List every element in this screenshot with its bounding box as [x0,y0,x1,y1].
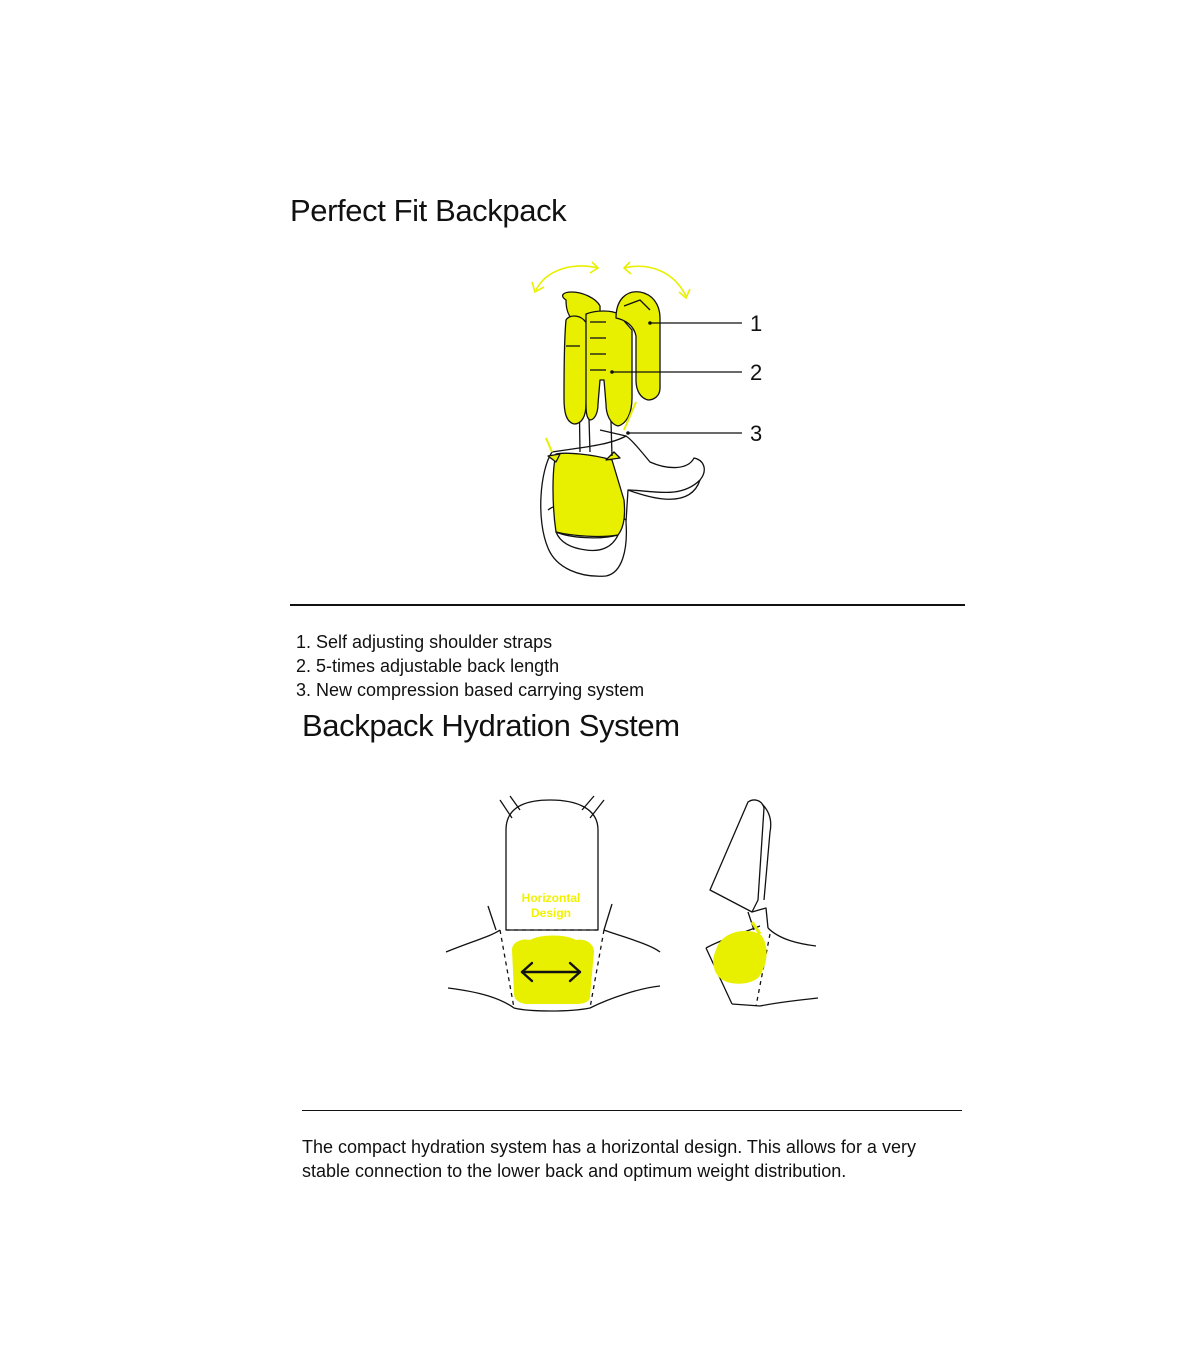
horizontal-design-label-line1: Horizontal [522,891,581,905]
hydration-description: The compact hydration system has a horiz… [302,1137,916,1181]
feature-item: 1. Self adjusting shoulder straps [296,632,553,652]
callout-number-3: 3 [750,421,762,446]
double-arrow-icon [520,961,582,983]
callout-number-1: 1 [750,311,762,336]
feature-item: 2. 5-times adjustable back length [296,656,560,676]
horizontal-design-label-line2: Design [531,906,571,920]
hydration-back-view-illustration [445,795,661,1012]
callout-number-2: 2 [750,360,762,385]
section-title-perfect-fit: Perfect Fit Backpack [290,193,567,228]
backpack-illustration [540,291,705,577]
hydration-side-view-illustration [705,799,819,1007]
feature-item: 3. New compression based carrying system [296,680,645,700]
feature-list: 1. Self adjusting shoulder straps 2. 5-t… [296,630,644,702]
curved-arrow-right-icon [622,261,691,300]
section-divider-1 [290,604,965,606]
curved-arrow-left-icon [531,261,600,294]
callout-lines [612,322,742,434]
callout-dots [610,321,652,435]
section-divider-2 [302,1110,962,1111]
section-title-hydration: Backpack Hydration System [302,708,680,743]
